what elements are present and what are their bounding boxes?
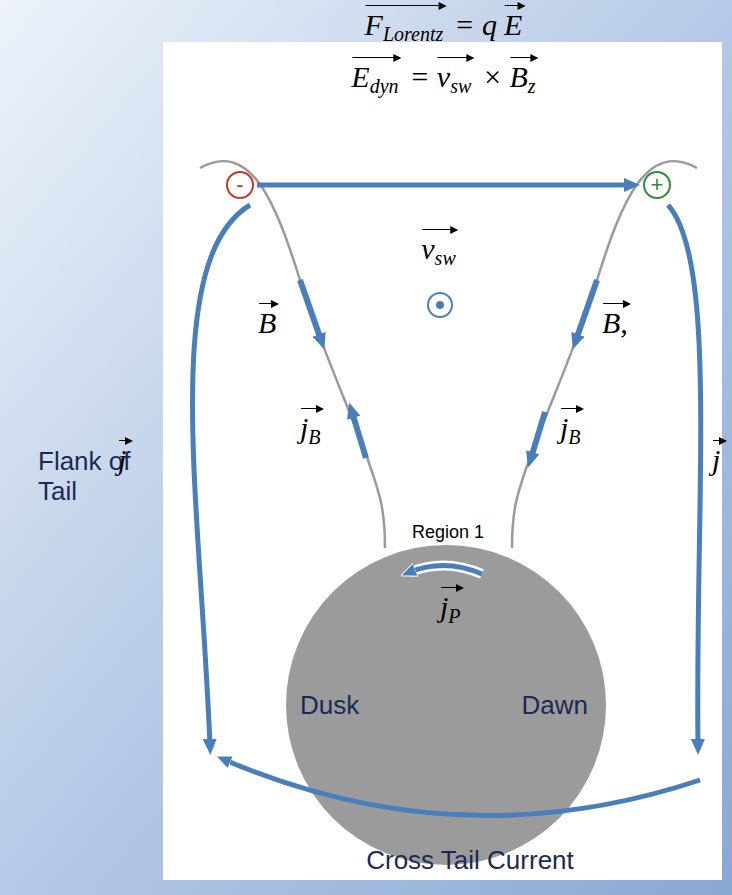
- vector-notation: j: [712, 437, 727, 475]
- subscript: dyn: [370, 75, 399, 97]
- label-group: vsw: [421, 226, 458, 268]
- label-text: Cross Tail Current: [366, 845, 574, 875]
- label-group: j: [118, 437, 133, 475]
- label-group: jP: [440, 584, 464, 626]
- vector-notation: FLorentz: [365, 2, 447, 44]
- charge-sign: -: [236, 172, 243, 198]
- label-group: B: [258, 300, 279, 338]
- subscript: Lorentz: [383, 23, 443, 45]
- charge-sign: +: [651, 172, 664, 198]
- vector-notation: Edyn: [351, 54, 401, 96]
- vector-notation: E: [504, 2, 525, 40]
- math-symbol: E: [351, 60, 369, 93]
- cross-tail-current-arrow: [225, 760, 700, 816]
- vector-notation: j: [118, 437, 133, 475]
- subscript: sw: [435, 247, 456, 269]
- label-group: j: [712, 437, 727, 475]
- charge-circle: +: [643, 171, 671, 199]
- math-symbol: v: [437, 60, 450, 93]
- field-arrow: [576, 280, 597, 340]
- side-label: Dusk: [300, 690, 359, 721]
- out-of-page-symbol: [428, 293, 452, 317]
- label-group: jB: [560, 405, 584, 447]
- subscript: P: [448, 605, 460, 627]
- subscript: B: [308, 426, 320, 448]
- node-shape: [227, 172, 253, 198]
- vector-notation: jP: [440, 584, 464, 626]
- vector-notation: vsw: [421, 226, 458, 268]
- vector-notation: Bz: [510, 54, 539, 96]
- vector-notation: B: [258, 300, 279, 338]
- label-text: Flank of Tail: [38, 446, 131, 506]
- field-line: [512, 161, 697, 548]
- label-group: B,: [602, 300, 631, 338]
- math-symbol: j: [560, 411, 568, 444]
- math-symbol: E: [504, 8, 522, 41]
- label-text: Region 1: [412, 522, 484, 542]
- label-group: Region 1: [412, 522, 484, 543]
- field-line: [200, 161, 385, 548]
- current-arrow: [531, 412, 545, 458]
- math-symbol: B: [258, 306, 276, 339]
- label-group: Edyn=vsw×Bz: [351, 54, 538, 96]
- math-symbol: F: [365, 8, 383, 41]
- node-shape: [286, 545, 606, 865]
- subscript: z: [528, 75, 536, 97]
- current-arrow: [352, 412, 366, 458]
- charge-circle: -: [226, 171, 254, 199]
- side-label: Dawn: [522, 690, 588, 721]
- node-shape: [644, 172, 670, 198]
- vector-notation: jB: [560, 405, 584, 447]
- label-group: Cross Tail Current: [366, 846, 574, 876]
- math-symbol: j: [440, 590, 448, 623]
- electric-field-arrow: [257, 183, 630, 188]
- pedersen-current-arrow: [410, 565, 482, 574]
- math-symbol: =: [410, 60, 430, 93]
- math-symbol: ×: [482, 60, 502, 93]
- vector-notation: vsw: [437, 54, 474, 96]
- vector-notation: B,: [602, 300, 631, 338]
- label-group: FLorentz= qE: [365, 2, 526, 44]
- math-symbol: B: [510, 60, 528, 93]
- flank-current-arrow: [193, 205, 251, 745]
- white-panel: [163, 42, 722, 880]
- label-group: jB: [300, 405, 324, 447]
- vector-notation: jB: [300, 405, 324, 447]
- field-arrow: [300, 280, 321, 340]
- math-symbol: B,: [602, 306, 628, 339]
- flank-current-arrow: [668, 205, 701, 745]
- arrow-halo: [410, 565, 482, 574]
- out-of-page-dot: [436, 301, 444, 309]
- subscript: B: [568, 426, 580, 448]
- subscript: sw: [450, 75, 471, 97]
- math-symbol: = q: [454, 8, 497, 41]
- math-symbol: v: [421, 232, 434, 265]
- math-symbol: j: [118, 443, 126, 476]
- math-symbol: j: [712, 443, 720, 476]
- math-symbol: j: [300, 411, 308, 444]
